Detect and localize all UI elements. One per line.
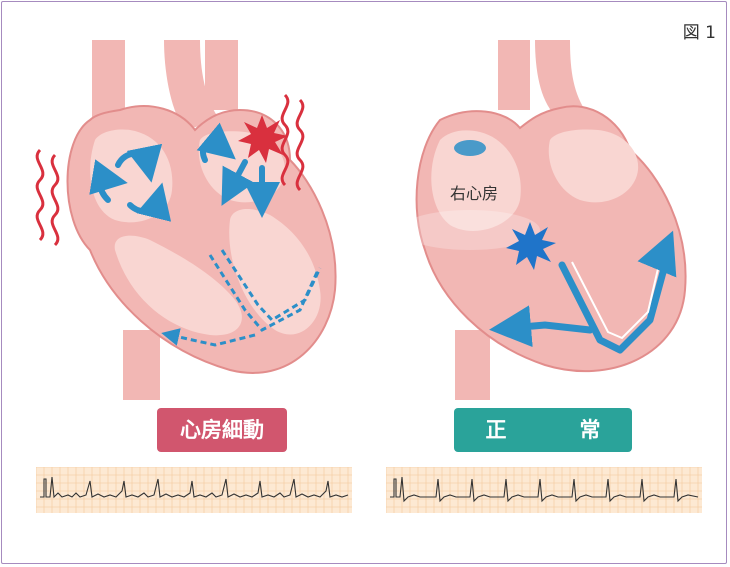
sa-node [454,140,486,156]
ecg-strip-normal [386,467,702,513]
right-atrium-label: 右心房 [450,180,498,204]
ecg-strip-af [36,467,352,513]
afib-badge: 心房細動 [157,408,287,452]
wavy-line-icon [37,150,43,240]
heart-normal [400,40,686,400]
heart-af [37,40,335,400]
normal-badge: 正 常 [454,408,632,452]
